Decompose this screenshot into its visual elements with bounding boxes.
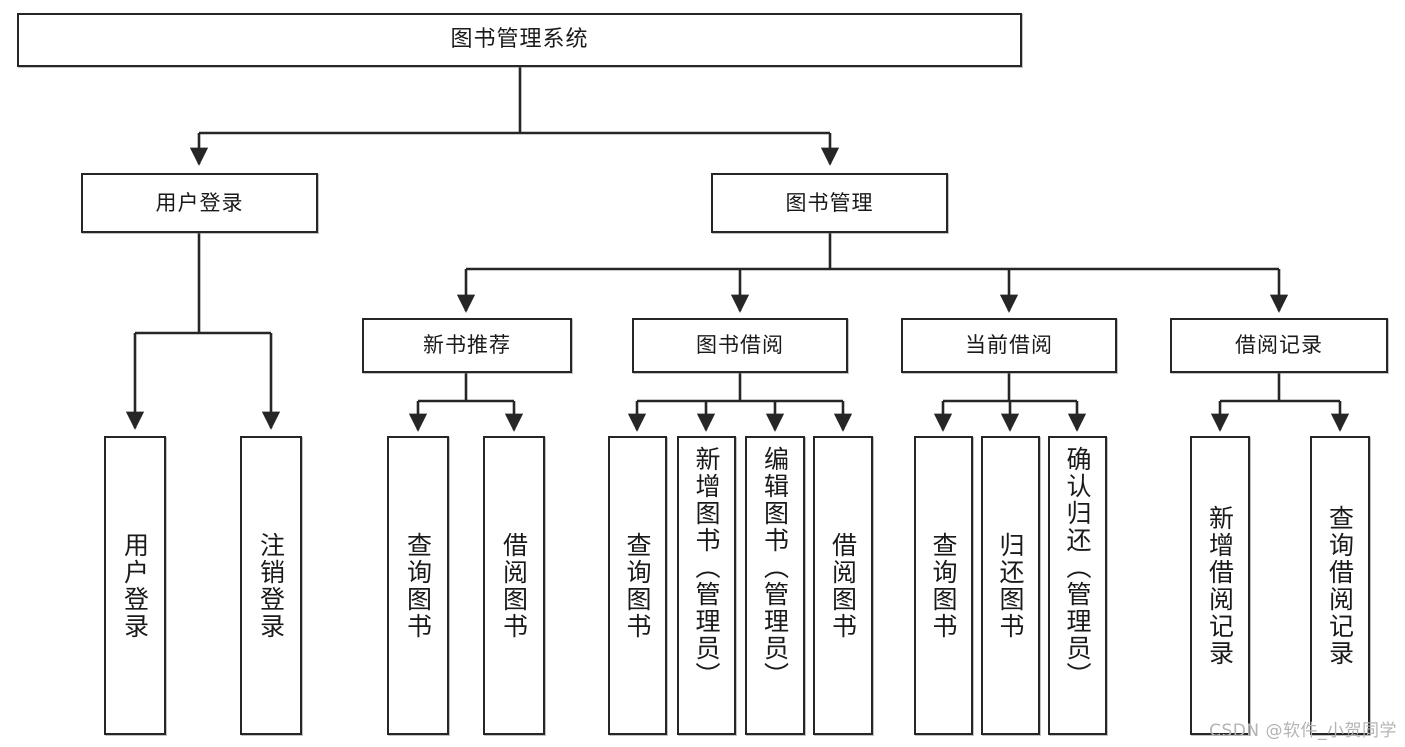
node-label: 借阅记录 — [1235, 333, 1323, 358]
node-label: 用户登录 — [155, 190, 244, 215]
node-book-borrow[interactable]: 图书借阅 — [632, 318, 848, 373]
node-label: 查询借阅记录 — [1325, 504, 1355, 667]
node-label: 新增借阅记录 — [1205, 504, 1235, 667]
leaf-recommend-query-book[interactable]: 查询图书 — [387, 436, 449, 735]
node-label: 借阅图书 — [828, 531, 858, 640]
node-user-login[interactable]: 用户登录 — [81, 173, 318, 233]
node-label: 确认归还（管理员） — [1063, 446, 1092, 689]
node-borrow-record[interactable]: 借阅记录 — [1170, 318, 1388, 373]
leaf-current-query-book[interactable]: 查询图书 — [914, 436, 973, 735]
leaf-current-confirm-return-admin[interactable]: 确认归还（管理员） — [1048, 436, 1107, 735]
node-label: 查询图书 — [623, 531, 652, 640]
leaf-borrow-edit-book-admin[interactable]: 编辑图书（管理员） — [745, 436, 805, 735]
node-label: 图书管理系统 — [450, 27, 589, 53]
node-label: 图书借阅 — [696, 333, 784, 358]
node-label: 归还图书 — [996, 531, 1025, 640]
node-label: 图书管理 — [785, 190, 874, 215]
node-new-book-recommend[interactable]: 新书推荐 — [362, 318, 572, 373]
node-label: 注销登录 — [256, 531, 286, 640]
leaf-borrow-borrow-book[interactable]: 借阅图书 — [813, 436, 873, 735]
leaf-recommend-borrow-book[interactable]: 借阅图书 — [483, 436, 545, 735]
leaf-user-login-login[interactable]: 用户登录 — [104, 436, 166, 735]
node-root-system[interactable]: 图书管理系统 — [17, 13, 1022, 67]
node-label: 借阅图书 — [499, 531, 529, 640]
node-label: 查询图书 — [929, 531, 958, 640]
node-label: 新增图书（管理员） — [692, 446, 721, 689]
leaf-user-login-logout[interactable]: 注销登录 — [240, 436, 302, 735]
node-label: 当前借阅 — [965, 333, 1053, 358]
leaf-borrow-add-book-admin[interactable]: 新增图书（管理员） — [677, 436, 736, 735]
node-label: 编辑图书（管理员） — [760, 446, 790, 689]
node-book-management[interactable]: 图书管理 — [711, 173, 948, 233]
leaf-current-return-book[interactable]: 归还图书 — [981, 436, 1040, 735]
leaf-record-query-record[interactable]: 查询借阅记录 — [1310, 436, 1370, 735]
node-label: 新书推荐 — [423, 333, 511, 358]
node-label: 用户登录 — [120, 531, 150, 640]
node-label: 查询图书 — [403, 531, 433, 640]
leaf-record-add-record[interactable]: 新增借阅记录 — [1190, 436, 1250, 735]
leaf-borrow-query-book[interactable]: 查询图书 — [608, 436, 667, 735]
node-current-borrow[interactable]: 当前借阅 — [901, 318, 1117, 373]
